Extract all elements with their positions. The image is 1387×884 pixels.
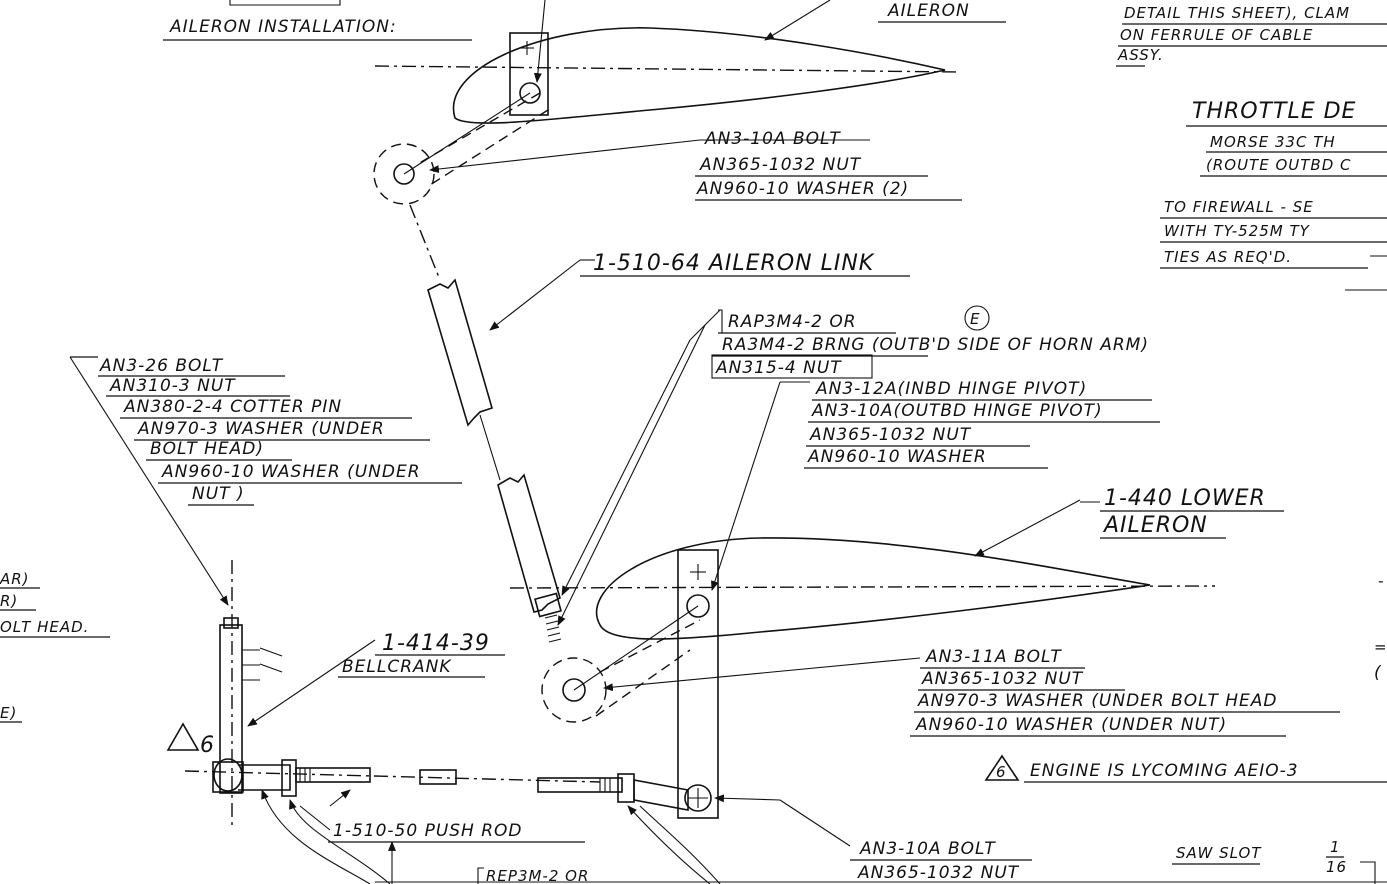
svg-text:TIES AS REQ'D.: TIES AS REQ'D. [1164,248,1292,266]
svg-text:AN3-26 BOLT: AN3-26 BOLT [99,356,224,376]
svg-text:AN365-1032 NUT: AN365-1032 NUT [857,863,1020,883]
svg-text:AN380-2-4 COTTER PIN: AN380-2-4 COTTER PIN [123,397,342,417]
svg-text:AN960-10 WASHER (UNDER NUT): AN960-10 WASHER (UNDER NUT) [915,715,1227,735]
callout-upper-hinge-hardware: AN3-10A BOLT AN365-1032 NUT AN960-10 WAS… [695,129,962,201]
svg-text:AN960-10 WASHER (2): AN960-10 WASHER (2) [696,179,909,199]
bellcrank-label: BELLCRANK [342,657,452,677]
bellcrank-assembly [69,356,851,884]
callout-bearing: E RAP3M4-2 OR RA3M4-2 BRNG (OUTB'D SIDE … [711,305,1149,379]
callout-throttle: THROTTLE DE MORSE 33C TH (ROUTE OUTBD C [1186,99,1387,177]
svg-text:AN365-1032 NUT: AN365-1032 NUT [921,669,1084,689]
svg-text:AN310-3 NUT: AN310-3 NUT [109,376,236,396]
callout-bellcrank-hardware: AN3-26 BOLT AN310-3 NUT AN380-2-4 COTTER… [70,356,462,506]
callout-engine-note: 6 ENGINE IS LYCOMING AEIO-3 [984,754,1387,783]
svg-text:AN3-11A BOLT: AN3-11A BOLT [925,647,1062,667]
svg-text:AN3-10A BOLT: AN3-10A BOLT [859,839,996,859]
svg-text:ON FERRULE OF CABLE: ON FERRULE OF CABLE [1120,26,1313,44]
svg-text:THROTTLE DE: THROTTLE DE [1192,99,1356,124]
revision-mark: E [970,310,980,328]
svg-text:AN3-12A(INBD HINGE PIVOT): AN3-12A(INBD HINGE PIVOT) [815,379,1087,399]
svg-text:E): E) [0,704,17,722]
callout-lower-aileron: 1-440 LOWER AILERON [1100,486,1284,539]
svg-text:BOLT HEAD): BOLT HEAD) [150,439,264,459]
svg-text:AN970-3 WASHER (UNDER: AN970-3 WASHER (UNDER [137,419,385,439]
svg-text:MORSE 33C TH: MORSE 33C TH [1210,133,1336,151]
svg-text:16: 16 [1326,858,1347,876]
svg-text:AN3-10A(OUTBD HINGE PIVOT): AN3-10A(OUTBD HINGE PIVOT) [811,401,1103,421]
callout-hinge-pivot: AN3-12A(INBD HINGE PIVOT) AN3-10A(OUTBD … [804,379,1160,469]
svg-text:1: 1 [1330,838,1341,856]
upper-aileron [373,0,961,205]
callout-bottom-hardware: AN3-10A BOLT AN365-1032 NUT [850,839,1032,883]
aileron-link [409,204,581,643]
svg-text:AN970-3 WASHER (UNDER BOLT: AN970-3 WASHER (UNDER BOLT HEAD [917,691,1278,711]
svg-text:ASSY.: ASSY. [1117,46,1164,64]
svg-text:NUT ): NUT ) [192,484,245,504]
aileron-link-label: 1-510-64 AILERON LINK [593,251,875,276]
svg-text:-: - [1378,572,1384,590]
callout-detail-note: DETAIL THIS SHEET), CLAM ON FERRULE OF C… [1116,4,1387,67]
callout-bottom-bearing: REP3M-2 OR [477,867,589,884]
svg-text:RA3M4-2 BRNG (OUTB'D SIDE: RA3M4-2 BRNG (OUTB'D SIDE OF HORN ARM) [722,335,1149,355]
svg-text:1-414-39: 1-414-39 [382,631,490,656]
svg-text:AN3-10A BOLT: AN3-10A BOLT [704,129,841,149]
svg-text:1-440 LOWER: 1-440 LOWER [1104,486,1266,511]
aileron-installation-title: AILERON INSTALLATION: [169,17,397,37]
svg-text:=: = [1374,638,1387,656]
lower-aileron [509,499,1216,819]
svg-text:DETAIL THIS SHEET), CLAM: DETAIL THIS SHEET), CLAM [1124,4,1350,22]
callout-bellcrank: 1-414-39 BELLCRANK [338,631,505,678]
svg-text:RAP3M4-2 OR: RAP3M4-2 OR [728,312,857,332]
svg-text:R): R) [0,592,18,610]
aileron-top-label: AILERON [887,1,970,21]
callout-left-edge-fragments: AR) R) OLT HEAD. E) [0,570,110,723]
svg-text:WITH TY-525M TY: WITH TY-525M TY [1164,222,1311,240]
callout-saw-slot: SAW SLOT 1 16 [1172,838,1347,876]
svg-text:6: 6 [996,763,1007,781]
callout-aileron-top: AILERON [878,1,1006,23]
svg-text:AILERON: AILERON [1102,513,1208,538]
callout-top-left: AILERON INSTALLATION: [163,0,472,41]
push-rod-label: 1-510-50 PUSH ROD [333,821,523,841]
svg-text:AN315-4 NUT: AN315-4 NUT [715,358,842,378]
svg-text:AN960-10 WASHER (UNDER: AN960-10 WASHER (UNDER [161,462,421,482]
svg-text:TO FIREWALL - SE: TO FIREWALL - SE [1164,198,1314,216]
svg-text:AN365-1032 NUT: AN365-1032 NUT [809,425,972,445]
svg-text:OLT HEAD.: OLT HEAD. [0,618,89,636]
svg-text:SAW SLOT: SAW SLOT [1176,844,1262,862]
callout-lower-horn-hardware: AN3-11A BOLT AN365-1032 NUT AN970-3 WASH… [910,647,1340,737]
callout-aileron-link: 1-510-64 AILERON LINK [580,251,910,277]
svg-text:AN365-1032 NUT: AN365-1032 NUT [699,155,862,175]
svg-text:REP3M-2 OR: REP3M-2 OR [486,867,589,884]
callout-push-rod: 1-510-50 PUSH ROD [328,821,585,843]
svg-text:AR): AR) [0,570,30,588]
svg-text:(: ( [1374,663,1382,683]
svg-text:AN960-10 WASHER: AN960-10 WASHER [807,447,987,467]
svg-text:ENGINE IS LYCOMING AEIO-3: ENGINE IS LYCOMING AEIO-3 [1030,761,1299,781]
svg-text:(ROUTE OUTBD C: (ROUTE OUTBD C [1206,156,1352,174]
leader-lines: - ( = [375,139,1387,884]
callout-firewall: TO FIREWALL - SE WITH TY-525M TY TIES AS… [1160,198,1387,269]
flag-note-number: 6 [200,733,215,758]
